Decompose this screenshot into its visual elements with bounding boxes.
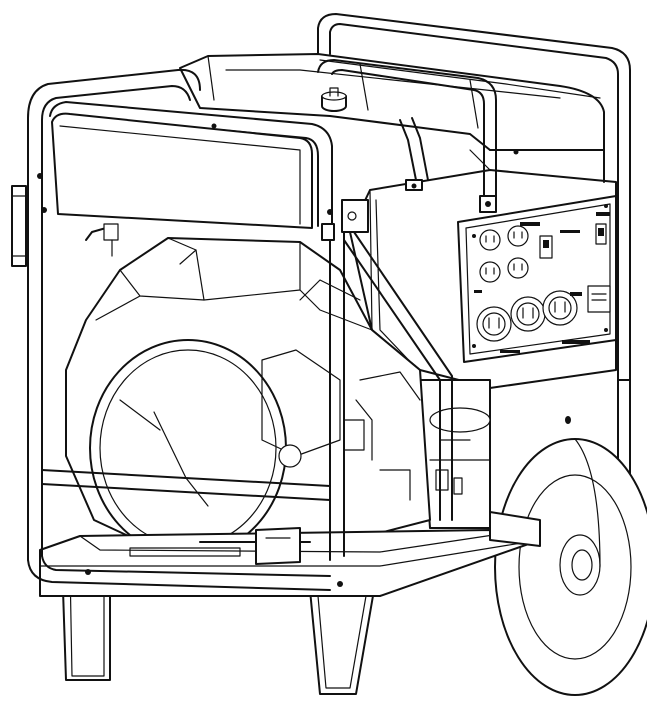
breaker-switch-1 (539, 235, 553, 259)
alternator (419, 379, 491, 529)
wheel-right (494, 438, 647, 696)
receptacle-twistlock-1 (476, 306, 512, 342)
receptacle-twistlock-3 (542, 290, 578, 326)
flywheel-cover (89, 339, 287, 557)
lower-bracket (85, 527, 343, 587)
axle-bracket (489, 511, 541, 547)
breaker-switch-2 (595, 223, 607, 245)
frame-clamps (11, 123, 519, 267)
hour-meter (587, 285, 611, 313)
fuel-cap (321, 87, 347, 112)
receptacle-duplex-3 (479, 261, 501, 283)
fuel-tank (179, 53, 605, 151)
front-frame (27, 59, 497, 591)
receptacle-duplex-4 (507, 257, 529, 279)
receptacle-duplex-2 (507, 225, 529, 247)
fuel-line (85, 223, 119, 257)
receptacle-duplex-1 (479, 229, 501, 251)
panel-labels (474, 212, 610, 353)
engine (65, 237, 431, 561)
receptacle-twistlock-2 (510, 296, 546, 332)
control-panel (457, 195, 617, 363)
side-bolt (565, 416, 571, 424)
